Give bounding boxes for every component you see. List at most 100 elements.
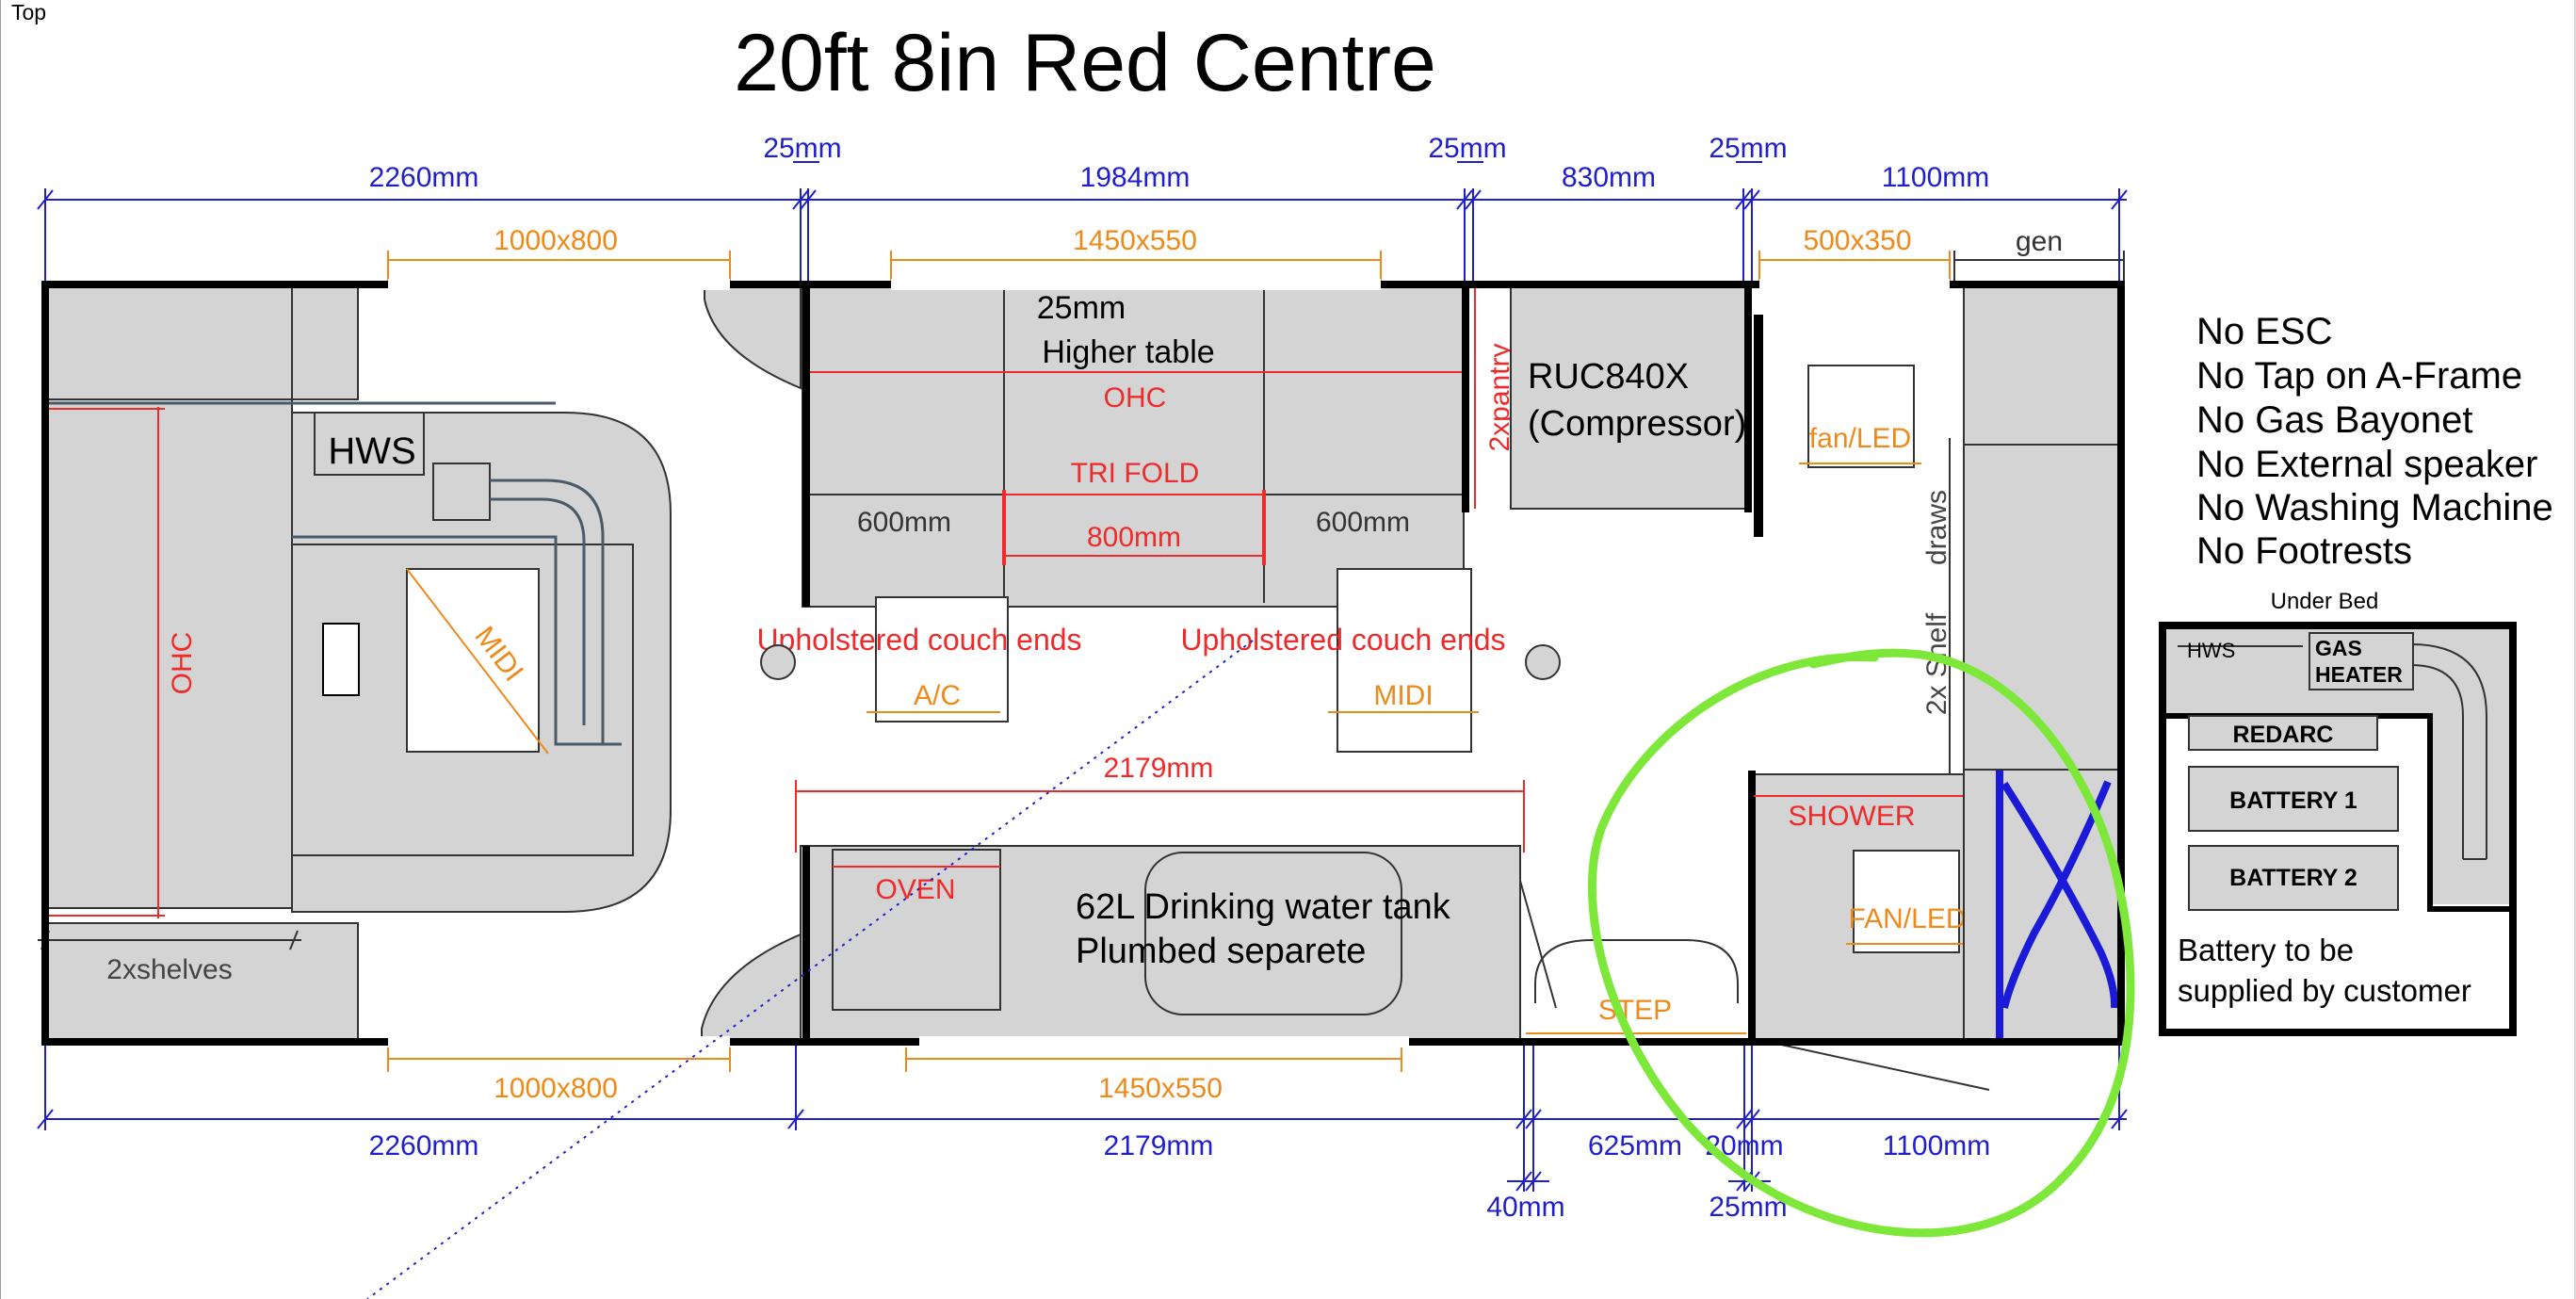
seat-right-label: 600mm <box>1316 507 1410 538</box>
gas-heater-box <box>2309 632 2414 690</box>
shelves-label: 2xshelves <box>106 954 232 985</box>
dinette-wall <box>802 286 810 607</box>
midi-right-box <box>1337 568 1472 753</box>
wedge-top <box>704 285 802 390</box>
frame-edge-left <box>0 0 1 1299</box>
redarc-label: REDARC <box>2233 722 2334 748</box>
tri-fold-label: TRI FOLD <box>1071 458 1200 489</box>
tank-label-1: 62L Drinking water tank <box>1076 887 1451 927</box>
hws-label: HWS <box>328 430 415 472</box>
seat-left-label: 600mm <box>857 507 951 538</box>
top-dim-1100: 1100mm <box>1882 162 1990 193</box>
ac-label: A/C <box>914 680 961 711</box>
fridge <box>1510 285 1747 510</box>
hws-connector <box>432 463 491 521</box>
bottom-dimension-labels: 2260mm 2179mm 625mm 20mm 1100mm 40mm 25m… <box>369 1130 1991 1223</box>
window-bottom-left-size: 1000x800 <box>494 1073 618 1104</box>
tank-label-2: Plumbed separete <box>1076 932 1366 971</box>
battery-note-2: supplied by customer <box>2178 973 2471 1008</box>
gen-label: gen <box>2016 226 2063 257</box>
under-bed-pipe-1 <box>2410 643 2487 859</box>
note-3: No Gas Bayonet <box>2196 399 2473 441</box>
note-4: No External speaker <box>2196 444 2537 485</box>
top-window-labels: 1000x800 1450x550 500x350 <box>494 225 1911 256</box>
window-top-mid-size: 1450x550 <box>1073 225 1197 256</box>
gas-heater-1: GAS <box>2315 636 2362 660</box>
dinette <box>802 285 1465 608</box>
table-leg-left <box>760 644 796 680</box>
dotted-guide <box>366 640 1254 1299</box>
gen-dim <box>1953 251 2125 283</box>
bed-pipe-outer <box>490 479 605 744</box>
battery-note-1: Battery to be <box>2178 933 2354 967</box>
dinette-wall-right <box>1462 286 1469 512</box>
fridge-model: RUC840X <box>1528 357 1689 397</box>
bottom-dim-2179: 2179mm <box>1104 1130 1214 1161</box>
bathroom-door <box>1754 315 1763 537</box>
shower-label: SHOWER <box>1789 801 1916 832</box>
top-dim-830: 830mm <box>1562 162 1656 193</box>
draws-label: draws <box>1921 490 1952 565</box>
higher-table-1: 25mm <box>1037 290 1126 326</box>
higher-table-2: Higher table <box>1042 334 1214 370</box>
bed-pipe-inner <box>490 497 586 725</box>
frame-edge-right <box>2574 0 2576 1299</box>
top-dimension-labels: 2260mm 25mm 1984mm 25mm 830mm 25mm 1100m… <box>369 133 1990 193</box>
note-2: No Tap on A-Frame <box>2196 355 2522 397</box>
gas-heater-2: HEATER <box>2315 662 2403 687</box>
oven <box>832 849 1001 1011</box>
top-dim-1984: 1984mm <box>1080 162 1191 193</box>
wall-windows <box>388 279 1950 1047</box>
bottom-dim-40: 40mm <box>1486 1192 1564 1223</box>
fan-shower-label: FAN/LED <box>1848 903 1966 934</box>
note-5: No Washing Machine <box>2196 487 2553 528</box>
step-label: STEP <box>1598 995 1672 1026</box>
battery-2-label: BATTERY 2 <box>2229 865 2357 891</box>
step <box>1534 939 1739 1003</box>
kitchen-dim-label: 2179mm <box>1104 753 1214 784</box>
notes-list: No ESC No Tap on A-Frame No Gas Bayonet … <box>2196 311 2553 572</box>
under-bed-right-band <box>2430 629 2509 904</box>
ohc-left-label: OHC <box>167 632 198 695</box>
shelf-cabinet <box>1963 444 2120 771</box>
note-1: No ESC <box>2196 311 2333 352</box>
hws-unit <box>314 412 425 476</box>
water-tank <box>1144 852 1402 1015</box>
top-dim-25-a: 25mm <box>763 133 841 164</box>
draws-cabinet <box>1963 285 2120 446</box>
bedroom-cabinets <box>46 285 359 1041</box>
under-bed-hws: HWS <box>2187 639 2235 662</box>
midi-bed-box <box>406 568 540 753</box>
bed-unit <box>322 623 360 696</box>
kitchen-dim <box>795 780 1525 852</box>
fridge-type: (Compressor) <box>1528 404 1746 444</box>
window-top-left-size: 1000x800 <box>494 225 618 256</box>
couch-ends-left: Upholstered couch ends <box>756 623 1081 657</box>
redarc-box <box>2188 715 2378 751</box>
top-dim-25-c: 25mm <box>1709 133 1787 164</box>
plan-title: 20ft 8in Red Centre <box>734 18 1436 108</box>
table-leg-right <box>1525 644 1561 680</box>
entry-door-swing <box>1519 880 1557 1009</box>
bottom-dimension-line <box>37 1046 2128 1192</box>
note-6: No Footrests <box>2196 530 2412 572</box>
window-top-right-size: 500x350 <box>1803 225 1911 256</box>
bottom-dim-1100: 1100mm <box>1883 1130 1991 1161</box>
highlight-circle <box>1587 648 2135 1238</box>
midi-bed-diag <box>406 568 549 755</box>
ohc-left-dim <box>47 407 165 918</box>
fan-shower-box <box>1853 850 1960 953</box>
battery-2-box <box>2188 845 2399 911</box>
battery-1-label: BATTERY 1 <box>2229 788 2357 814</box>
bottom-dim-625: 625mm <box>1588 1130 1682 1161</box>
bottom-dim-2260: 2260mm <box>369 1130 479 1161</box>
view-label: Top <box>11 0 47 24</box>
kitchen-wall <box>802 846 810 1040</box>
fan-top-box <box>1807 365 1915 468</box>
battery-1-box <box>2188 766 2399 832</box>
fan-top-label: fan/LED <box>1809 423 1911 454</box>
bottom-window-labels: 1000x800 1450x550 <box>494 1073 1223 1104</box>
shower-wall <box>1748 771 1756 1040</box>
window-bottom-mid-size: 1450x550 <box>1098 1073 1223 1104</box>
